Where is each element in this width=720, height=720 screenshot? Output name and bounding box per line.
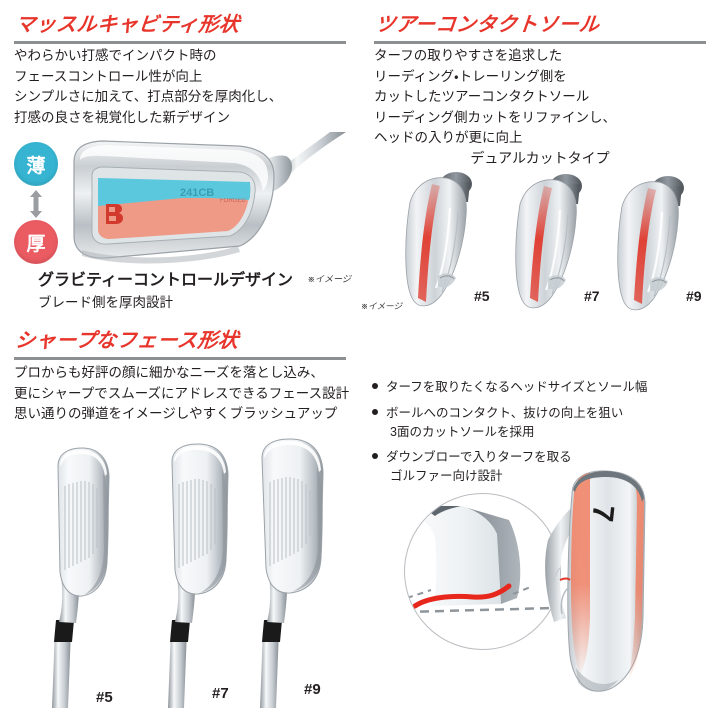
muscle-cavity-heading: マッスルキャビティ形状 [14,14,241,36]
gravity-control-caption-title: グラビティーコントロールデザイン [38,272,294,289]
heading-divider [14,41,346,44]
face-view-label-7: #7 [212,685,229,702]
face-view-9-iron: #9 [232,434,342,708]
bullet-item-3-line-1: ダウンブローで入りターフを取る [386,450,572,465]
sharp-face-heading: シャープなフェース形状 [14,330,240,352]
image-disclaimer-note-right: ※イメージ [361,301,402,311]
face-views-group: #5 [0,438,360,720]
face-view-5-iron: #5 [24,442,134,712]
face-view-label-9: #9 [304,681,321,698]
sole-view-label-7: #7 [584,288,600,304]
heading-divider-3 [374,41,706,44]
gravity-control-illustration: 薄 厚 [0,132,360,268]
svg-text:241CB: 241CB [180,187,214,199]
svg-text:FORGED: FORGED [220,198,246,204]
sole-view-9-iron: #9 [600,176,704,326]
sole-cut-detail-callout [404,493,561,650]
bullet-item-3: ダウンブローで入りターフを取る ゴルファー向け設計 [372,448,720,486]
gravity-control-caption-sub: ブレード側を厚肉設計 [38,295,173,310]
sharp-face-body: プロからも好評の顔に細かなニーズを落とし込み、 更にシャープでスムーズにアドレス… [0,357,363,425]
bullet-item-2: ボールへのコンタクト、抜けの向上を狙い 3面のカットソールを採用 [372,404,720,442]
bullet-dot-icon [372,383,378,389]
muscle-cavity-section-header: マッスルキャビティ形状 [0,8,360,44]
bullet-item-1: ターフを取りたくなるヘッドサイズとソール幅 [372,378,720,397]
seven-iron-toe-view: 7 [542,468,682,718]
tour-sole-line-3: カットしたツアーコンタクトソール [374,89,590,105]
muscle-cavity-line-3: シンプルさに加えて、打点部分を厚肉化し、 [14,89,283,105]
sole-view-5-iron: #5 [388,168,492,318]
bullet-item-2-line-2: 3面のカットソールを採用 [390,424,535,439]
iron-number-stamp: 7 [585,503,620,523]
bullet-dot-icon [372,453,378,460]
gravity-control-caption: グラビティーコントロールデザイン ※イメージ ブレード側を厚肉設計 [0,266,360,311]
bullet-item-3-line-2: ゴルファー向け設計 [390,469,503,483]
heading-divider-2 [14,357,346,360]
sole-views-group: ※イメージ [360,168,720,328]
sharp-face-line-1: プロからも好評の顔に細かなニーズを落とし込み、 [14,365,324,380]
face-view-7-iron: #7 [140,438,250,708]
muscle-cavity-line-2: フェースコントロール性が向上 [14,68,203,84]
sole-view-label-5: #5 [474,288,490,304]
muscle-cavity-line-4: 打感の良さを視覚化した新デザイン [14,109,230,125]
tour-sole-line-4: リーディング側カットをリファインし、 [374,109,617,125]
tour-sole-line-1: ターフの取りやすさを追求した [374,48,563,63]
thick-badge: 厚 [14,220,58,264]
tour-contact-sole-heading: ツアーコンタクトソール [374,14,601,36]
sharp-face-line-2: 更にシャープでスムーズにアドレスできるフェース設計 [14,385,350,401]
sole-view-label-9: #9 [686,288,702,304]
sharp-face-line-3: 思い通りの弾道をイメージしやすくブラッシュアップ [14,406,338,422]
bullet-dot-icon [372,408,378,415]
cavity-back-iron-image: 241CB FORGED [62,132,352,268]
muscle-cavity-body: やわらかい打感でインパクト時の フェースコントロール性が向上 シンプルさに加えて… [0,40,296,128]
tour-sole-line-2: リーディング・トレーリング側を [374,68,567,84]
face-view-label-5: #5 [96,689,113,706]
bullet-item-2-line-1: ボールへのコンタクト、抜けの向上を狙い [386,405,624,420]
tour-contact-sole-body: ターフの取りやすさを追求した リーディング・トレーリング側を カットしたツアーコ… [360,40,630,149]
thin-badge-label: 薄 [26,155,46,177]
left-column: マッスルキャビティ形状 やわらかい打感でインパクト時の フェースコントロール性が… [0,8,363,720]
thick-badge-label: 厚 [26,233,46,255]
bullet-item-1-line-1: ターフを取りたくなるヘッドサイズとソール幅 [386,380,648,394]
tour-contact-sole-section-header: ツアーコンタクトソール [360,8,720,44]
thin-badge: 薄 [14,142,58,186]
dual-cut-type-label: デュアルカットタイプ [470,150,610,166]
thickness-arrow-icon [29,190,43,218]
right-column: ツアーコンタクトソール ターフの取りやすさを追求した リーディング・トレーリング… [360,0,720,720]
sharp-face-section-header: シャープなフェース形状 [0,324,360,360]
tour-sole-line-5: ヘッドの入りが更に向上 [374,130,523,146]
sole-view-7-iron: #7 [498,172,602,322]
muscle-cavity-line-1: やわらかい打感でインパクト時の [14,48,217,63]
image-disclaimer-note-left: ※イメージ [307,274,351,284]
feature-bullet-list: ターフを取りたくなるヘッドサイズとソール幅 ボールへのコンタクト、抜けの向上を狙… [372,378,720,493]
